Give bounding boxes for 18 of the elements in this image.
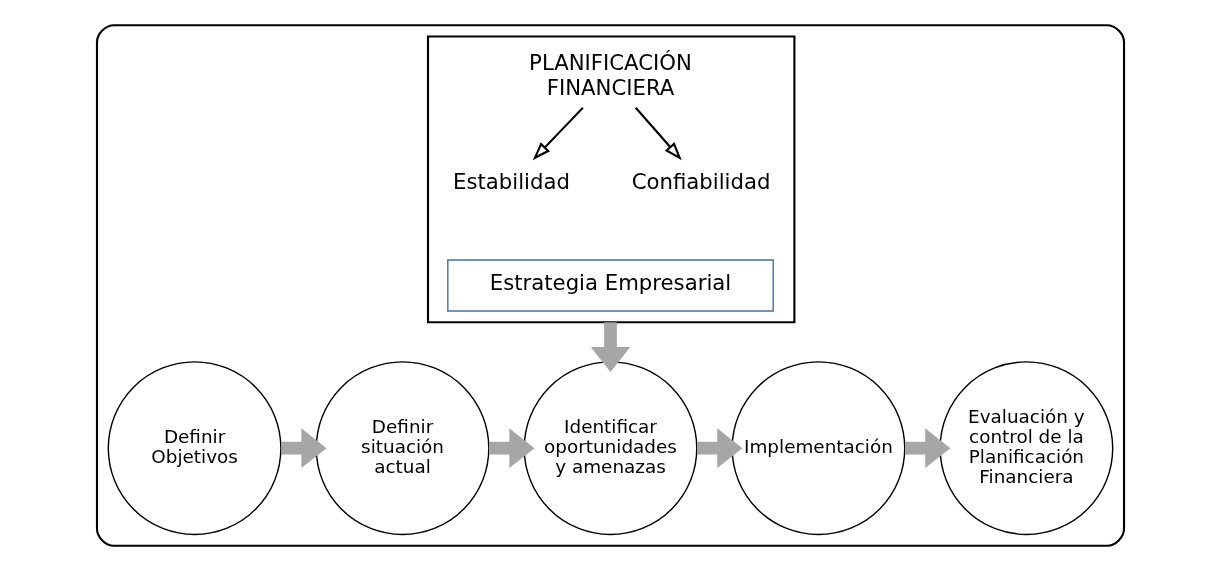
node-circle: Evaluación y control de la Planificación Financiera <box>938 361 1113 536</box>
node-circle: Definir Objetivos <box>107 361 282 536</box>
arrow <box>634 107 682 161</box>
arrow <box>280 428 326 468</box>
node-text: Estabilidad <box>452 168 570 194</box>
arrow <box>696 428 742 468</box>
cluster <box>426 35 795 324</box>
arrow <box>488 428 534 468</box>
node-box: Estrategia Empresarial <box>446 259 774 312</box>
node-text: PLANIFICACIÓN FINANCIERA <box>528 50 692 100</box>
arrow <box>532 107 584 161</box>
node-circle: Definir situación actual <box>315 361 490 536</box>
node-circle: Implementación <box>730 361 905 536</box>
node-text: Confiabilidad <box>631 168 770 194</box>
arrow <box>904 428 950 468</box>
arrow <box>590 322 630 373</box>
node-circle: Identificar oportunidades y amenazas <box>523 361 697 536</box>
cluster <box>95 24 1125 547</box>
